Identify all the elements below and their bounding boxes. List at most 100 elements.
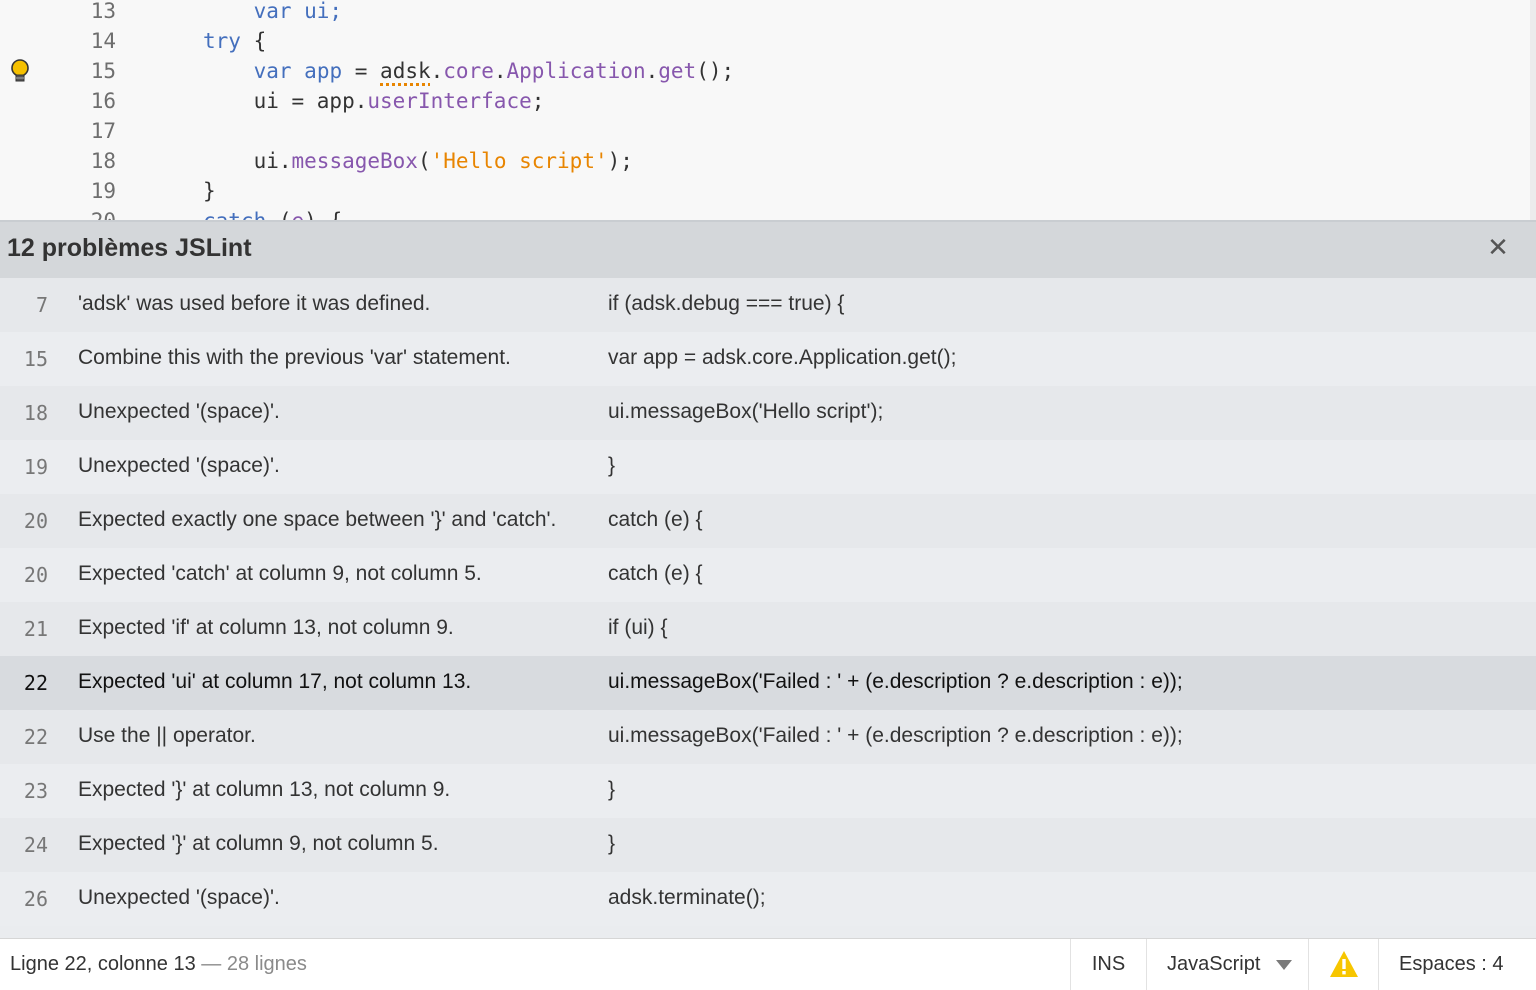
problem-code-snippet: }	[608, 778, 616, 801]
lint-status-button[interactable]	[1308, 939, 1378, 990]
chevron-down-icon	[1276, 960, 1292, 970]
code-text: ui = app.userInterface;	[203, 86, 545, 116]
problem-row[interactable]: 22 Expected 'ui' at column 17, not column…	[0, 656, 1536, 710]
insert-mode-toggle[interactable]: INS	[1070, 939, 1146, 990]
line-number: 20	[60, 206, 116, 220]
problem-code-snippet: }	[608, 832, 616, 855]
cursor-position-info: Ligne 22, colonne 13 — 28 lignes	[10, 953, 307, 976]
problem-line-number: 20	[23, 563, 48, 587]
code-token: .	[493, 59, 507, 83]
problem-message: Unexpected '(space)'.	[78, 400, 280, 423]
code-token: try	[203, 29, 241, 53]
code-token: =	[342, 59, 381, 83]
code-line[interactable]: 15 var app = adsk.core.Application.get()…	[0, 56, 1530, 86]
problem-row[interactable]: 7'adsk' was used before it was defined.i…	[0, 278, 1536, 332]
code-token: }	[203, 179, 216, 203]
code-token	[203, 59, 254, 83]
problem-message: Expected exactly one space between '}' a…	[78, 508, 557, 531]
code-token: {	[240, 29, 267, 53]
problem-code-snippet: ui.messageBox('Failed : ' + (e.descripti…	[608, 670, 1183, 693]
warning-icon	[1330, 951, 1358, 977]
code-line[interactable]: 17	[0, 116, 1530, 146]
code-token: var	[253, 59, 292, 83]
code-line[interactable]: 13 var ui;	[0, 0, 1530, 26]
problem-message: Unexpected '(space)'.	[78, 454, 280, 477]
code-editor[interactable]: 13 var ui; 14 try {15 var app = adsk.core.…	[0, 0, 1530, 220]
code-token: .	[430, 59, 444, 83]
problem-row[interactable]: 21 Expected 'if' at column 13, not column…	[0, 602, 1536, 656]
code-token: get	[658, 59, 697, 83]
code-token: 'Hello script'	[430, 149, 608, 173]
line-number: 18	[90, 149, 116, 173]
code-line[interactable]: 16 ui = app.userInterface;	[0, 86, 1530, 116]
panel-header: 12 problèmes JSLint ✕	[0, 222, 1536, 278]
status-bar: Ligne 22, colonne 13 — 28 lignes INS Jav…	[0, 938, 1536, 990]
code-line[interactable]: 20 catch (e) {	[0, 206, 1530, 220]
code-token: ui.	[203, 149, 292, 173]
problem-code-snippet: catch (e) {	[608, 508, 703, 531]
problem-line-number: 21	[23, 617, 48, 641]
code-token: e	[292, 209, 305, 220]
close-panel-button[interactable]: ✕	[1484, 234, 1512, 262]
lightbulb-icon[interactable]	[8, 58, 32, 84]
code-token: catch	[203, 209, 266, 220]
insert-mode-label: INS	[1091, 953, 1126, 975]
problem-message: Expected 'if' at column 13, not column 9…	[78, 616, 454, 639]
problem-row[interactable]: 20 Expected exactly one space between '}'…	[0, 494, 1536, 548]
line-number: 14	[90, 29, 116, 53]
problem-message: Expected '}' at column 13, not column 9.	[78, 778, 451, 801]
problem-line-number: 20	[23, 509, 48, 533]
code-token: (	[417, 149, 431, 173]
code-token: userInterface	[367, 89, 532, 113]
code-line[interactable]: 19}	[0, 176, 1530, 206]
code-token: adsk	[380, 59, 431, 83]
problem-message: Use the || operator.	[78, 724, 256, 747]
language-selector[interactable]: JavaScript	[1146, 939, 1308, 990]
jslint-problems-panel: 12 problèmes JSLint ✕ 7'adsk' was used b…	[0, 220, 1536, 938]
code-line[interactable]: 14 try {	[0, 26, 1530, 56]
line-count: — 28 lignes	[195, 953, 307, 975]
code-token: (	[266, 209, 292, 220]
panel-title: 12 problèmes JSLint	[7, 234, 252, 262]
problem-line-number: 19	[23, 455, 48, 479]
problem-code-snippet: var app = adsk.core.Application.get();	[608, 346, 957, 369]
cursor-position: Ligne 22, colonne 13	[10, 953, 196, 975]
language-label: JavaScript	[1167, 953, 1261, 975]
indentation-label: Espaces : 4	[1399, 953, 1504, 975]
problem-row[interactable]: 19 Unexpected '(space)'.}	[0, 440, 1536, 494]
problem-row[interactable]: 23 Expected '}' at column 13, not column …	[0, 764, 1536, 818]
problem-line-number: 22	[23, 671, 48, 695]
code-text: catch (e) {	[203, 206, 342, 220]
problem-code-snippet: if (adsk.debug === true) {	[608, 292, 845, 315]
code-token	[292, 59, 305, 83]
code-text: ui.messageBox('Hello script');	[203, 146, 633, 176]
problem-message: Expected 'ui' at column 17, not column 1…	[78, 670, 472, 693]
problem-line-number: 18	[23, 401, 48, 425]
editor-scrollbar[interactable]	[1530, 0, 1536, 220]
line-number: 15	[90, 59, 116, 83]
line-number: 19	[90, 179, 116, 203]
code-text: }	[203, 176, 216, 206]
problem-line-number: 7	[35, 293, 48, 317]
problem-code-snippet: }	[608, 454, 616, 477]
problem-message: Unexpected '(space)'.	[78, 886, 280, 909]
problem-code-snippet: adsk.terminate();	[608, 886, 766, 909]
code-token: ;	[531, 89, 545, 113]
problem-line-number: 23	[23, 779, 48, 803]
indentation-setting[interactable]: Espaces : 4	[1378, 939, 1536, 990]
problem-message: Expected '}' at column 9, not column 5.	[78, 832, 439, 855]
code-line[interactable]: 18 ui.messageBox('Hello script');	[0, 146, 1530, 176]
code-token: .	[645, 59, 659, 83]
code-token: );	[607, 149, 633, 173]
line-number: 13	[90, 0, 116, 23]
code-token: messageBox	[291, 149, 418, 173]
close-icon: ✕	[1487, 233, 1509, 263]
line-number: 16	[90, 89, 116, 113]
